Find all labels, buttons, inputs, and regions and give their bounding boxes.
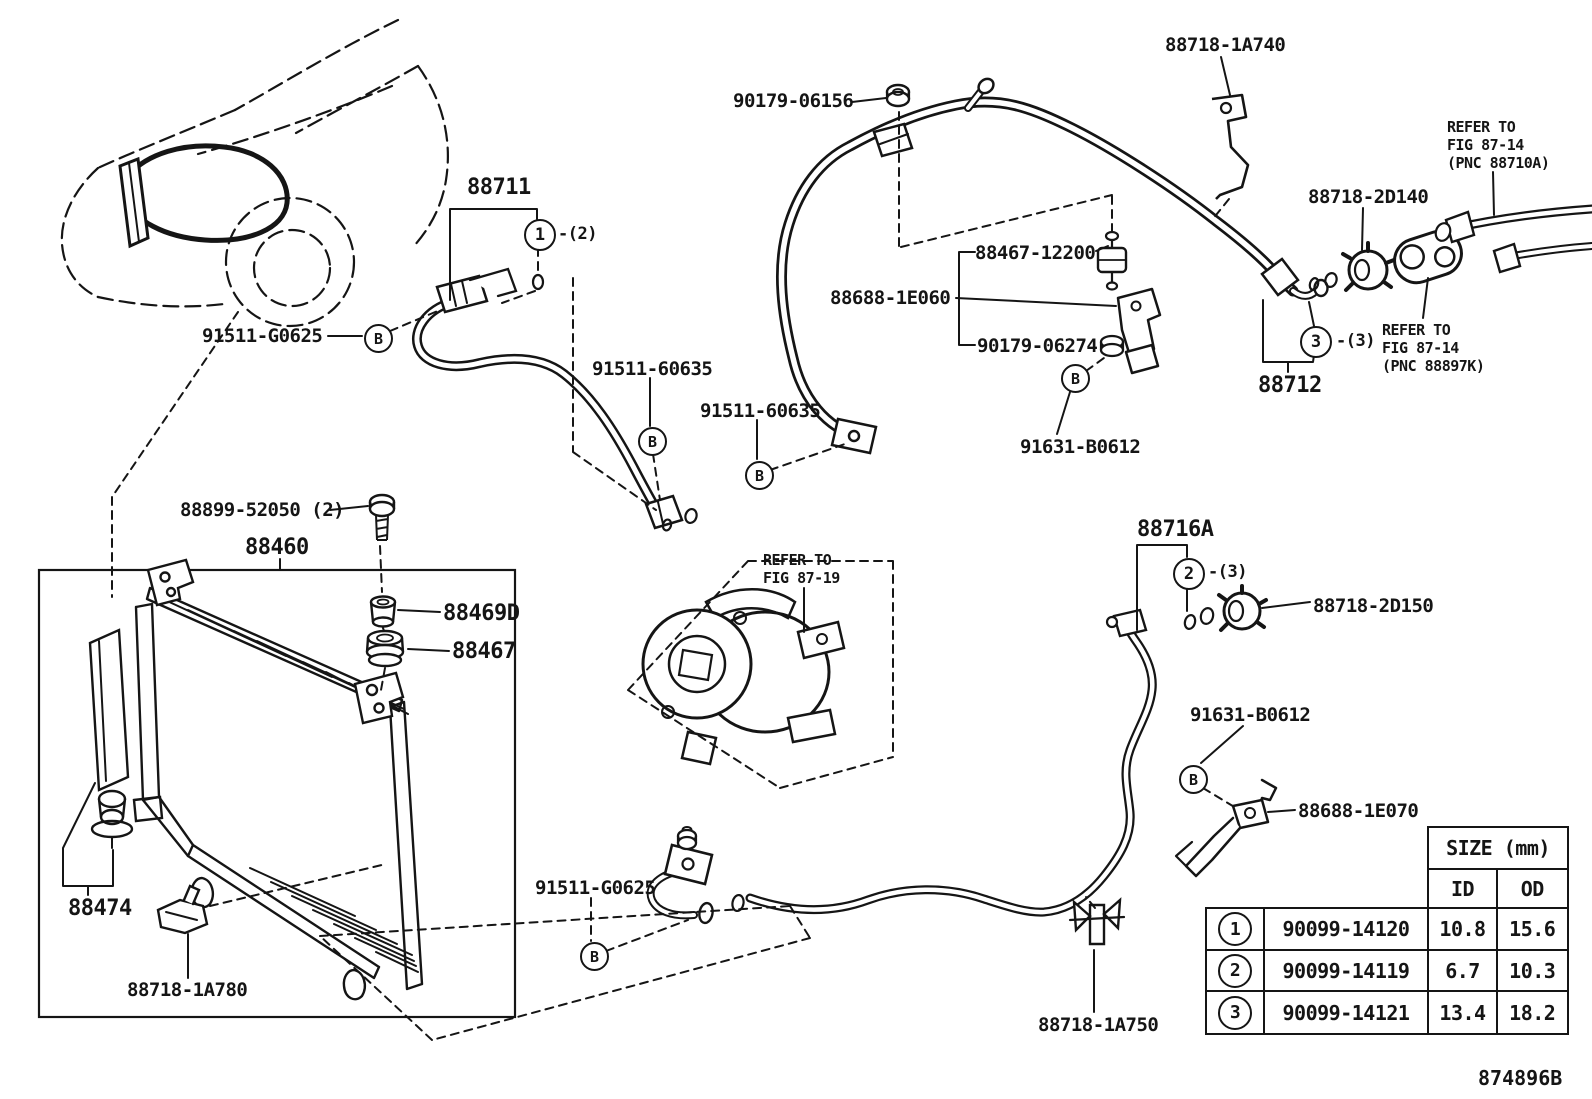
part-label-91511-g0625-a: 91511-G0625 [202,325,323,347]
part-label-88467-12200: 88467-12200 [975,242,1096,264]
callout-2-qty: -(3) [1208,562,1247,582]
condenser-mount-hardware [365,493,405,668]
part-label-91511-g0625-b: 91511-G0625 [535,877,656,899]
size-table-row1-part: 90099-14120 [1262,907,1430,951]
condenser-assembly [88,558,424,1001]
size-table-row2-od: 10.3 [1495,948,1569,993]
callout-1-marker: 1 [524,219,556,251]
size-table-row3-marker: 3 [1205,990,1265,1035]
size-table-row3-id: 13.4 [1427,990,1498,1035]
part-label-88716a: 88716A [1137,517,1214,542]
dashed-links [111,111,1237,1041]
discharge-hose-88711 [411,267,698,532]
part-label-88469d: 88469D [443,601,520,626]
bolt-marker-b-2: B [638,427,667,456]
top-brackets-and-bolts [885,83,1250,375]
part-label-91631-b0612-a: 91631-B0612 [1020,436,1141,458]
part-label-91631-b0612-b: 91631-B0612 [1190,704,1311,726]
size-table-title: SIZE (mm) [1427,826,1569,870]
condenser-box-outline [37,568,517,1019]
size-table-row1-od: 15.6 [1495,907,1569,951]
part-label-90179-06156: 90179-06156 [733,90,854,112]
part-label-88460: 88460 [245,535,309,560]
part-label-91511-60635-b: 91511-60635 [700,400,821,422]
size-table-row1-id: 10.8 [1427,907,1498,951]
part-label-88712: 88712 [1258,373,1322,398]
size-table-row2-id: 6.7 [1427,948,1498,993]
part-label-88688-1e060: 88688-1E060 [830,287,951,309]
part-label-88711: 88711 [467,175,531,200]
table-callout-3: 3 [1218,995,1252,1030]
size-table-row1-marker: 1 [1205,907,1265,951]
callout-2-marker: 2 [1173,558,1205,590]
callout-1-qty: -(2) [558,224,597,244]
size-table-col-id: ID [1427,867,1498,910]
part-label-88718-1a780: 88718-1A780 [127,979,248,1001]
size-table: SIZE (mm) ID OD 1 90099-14120 10.8 15.6 … [1205,826,1569,1037]
part-label-88688-1e070: 88688-1E070 [1298,800,1419,822]
size-table-row2-marker: 2 [1205,948,1265,993]
bolt-marker-b-6: B [580,942,609,971]
suction-hose [776,77,1338,455]
part-label-88474: 88474 [68,896,132,921]
bolt-marker-b-1: B [364,324,393,353]
part-label-90179-06274: 90179-06274 [977,335,1098,357]
size-table-col-od: OD [1495,867,1569,910]
bolt-marker-b-4: B [1061,364,1090,393]
bolt-marker-b-5: B [1179,765,1208,794]
callout-3-marker: 3 [1300,326,1332,358]
figure-code: 874896B [1478,1066,1563,1090]
liquid-pipe-88716a [646,584,1278,946]
compressor-sketch [641,588,846,766]
size-table-row3-part: 90099-14121 [1262,990,1430,1035]
part-label-88718-2d150: 88718-2D150 [1313,595,1434,617]
part-label-88718-2d140: 88718-2D140 [1308,186,1429,208]
size-table-row3-od: 18.2 [1495,990,1569,1035]
bolt-marker-b-3: B [745,461,774,490]
callout-3-qty: -(3) [1336,331,1375,351]
suction-hose-fittings [1341,204,1592,292]
leader-lines [62,56,1495,1013]
part-label-88718-1a740: 88718-1A740 [1165,34,1286,56]
part-label-88899-52050: 88899-52050 (2) [180,499,345,521]
table-callout-1: 1 [1218,912,1252,946]
part-label-88718-1a750: 88718-1A750 [1038,1014,1159,1036]
car-location-sketch [60,18,449,328]
part-label-91511-60635-a: 91511-60635 [592,358,713,380]
size-table-row2-part: 90099-14119 [1262,948,1430,993]
table-callout-2: 2 [1218,953,1252,988]
part-label-88467: 88467 [452,639,516,664]
